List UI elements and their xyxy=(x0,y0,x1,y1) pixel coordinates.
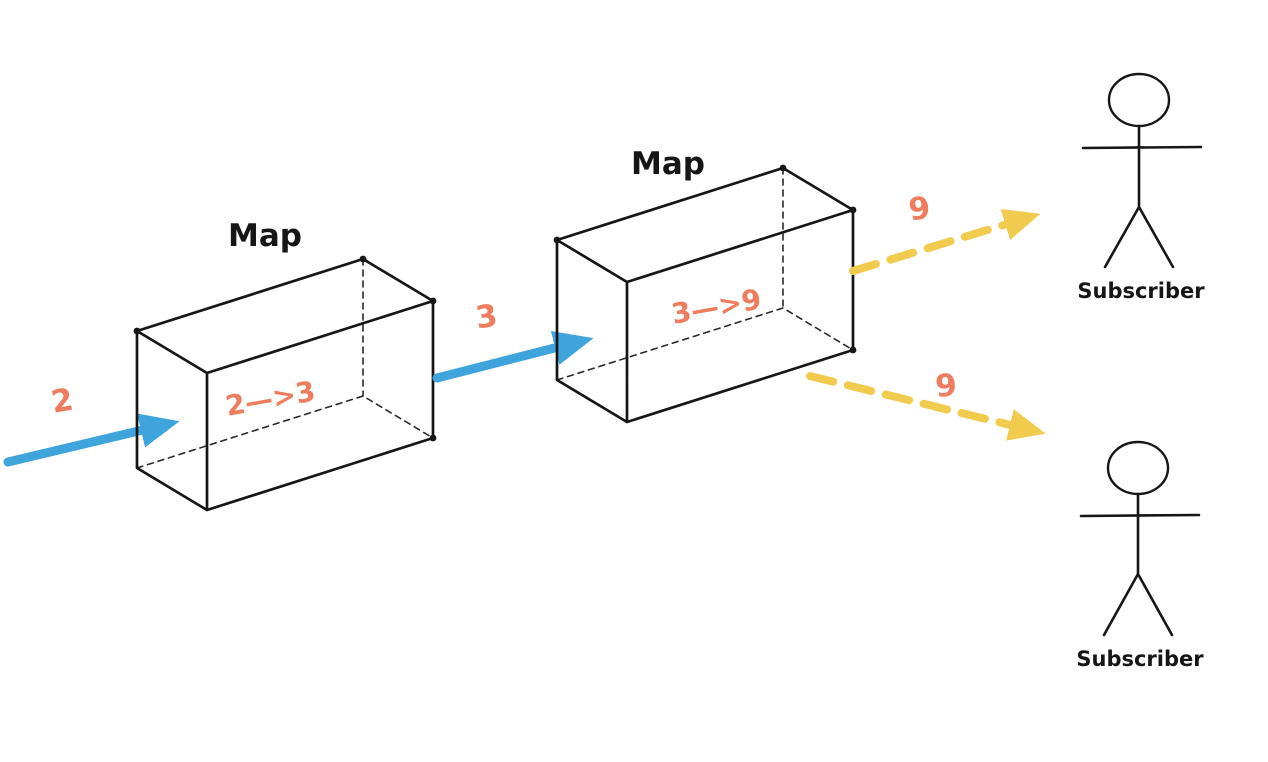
corner-dot xyxy=(849,346,857,354)
map-operator-1-title: Map xyxy=(228,218,302,254)
intermediate-stream-arrow xyxy=(432,330,594,383)
input-value-label: 2 xyxy=(49,382,77,421)
map-operator-1: Map 2—>3 xyxy=(133,218,437,512)
corner-dot xyxy=(133,327,141,335)
broadcast-stream-bottom: 9 xyxy=(806,367,1046,441)
subscriber-2-label: Subscriber xyxy=(1076,647,1204,671)
subscriber-2: Subscriber xyxy=(1076,440,1204,671)
subscriber-1: Subscriber xyxy=(1077,72,1205,303)
map-operator-2-title: Map xyxy=(631,146,705,182)
corner-dot xyxy=(429,434,437,442)
subscriber-2-body-icon xyxy=(1079,492,1201,637)
corner-dot xyxy=(429,297,437,305)
corner-dot xyxy=(553,236,561,244)
broadcast-stream-top: 9 xyxy=(849,190,1041,275)
subscriber-1-body-icon xyxy=(1081,124,1203,269)
subscriber-1-label: Subscriber xyxy=(1077,279,1205,303)
corner-dot xyxy=(849,206,857,214)
map-operator-2-transform: 3—>9 xyxy=(669,283,764,331)
intermediate-value-label: 3 xyxy=(473,298,499,337)
corner-dot xyxy=(359,255,367,263)
broadcast-arrow-bottom xyxy=(806,372,1046,441)
intermediate-stream: 3 xyxy=(432,298,594,383)
map-operator-2-hidden-edges xyxy=(556,167,854,381)
corner-dot xyxy=(779,164,787,172)
subscriber-2-head-icon xyxy=(1106,440,1170,496)
broadcast-top-value-label: 9 xyxy=(906,190,932,229)
map-operator-2: Map 3—>9 xyxy=(553,146,857,424)
broadcast-bottom-value-label: 9 xyxy=(934,367,959,405)
map-operator-1-transform: 2—>3 xyxy=(223,375,318,423)
map-operator-1-hidden-edges xyxy=(136,258,434,469)
broadcast-arrow-top xyxy=(849,209,1041,275)
subscriber-1-head-icon xyxy=(1107,72,1171,128)
input-stream: 2 xyxy=(3,382,180,467)
input-stream-arrow xyxy=(3,413,180,467)
